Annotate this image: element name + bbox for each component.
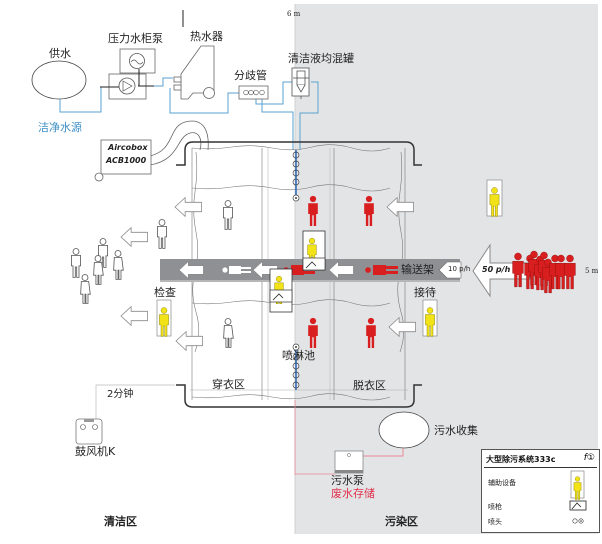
spray-gun-icon: [569, 500, 587, 511]
nozzle-line-top: [292, 150, 300, 202]
stretcher-person-incoming: [365, 265, 398, 275]
tent-bottom-border: [176, 384, 422, 408]
inspection-label: 检查: [154, 286, 176, 299]
clean-zone-label: 清洁区: [104, 515, 137, 528]
conveyor-label: 输送架: [401, 263, 434, 276]
reception-label: 接待: [414, 286, 436, 299]
nozzle-line-bottom: [292, 343, 300, 390]
scale-top: 6 m: [287, 10, 301, 18]
assist-person-icon: [570, 470, 585, 500]
sewage-collection-label: 污水收集: [434, 424, 478, 437]
nozzle-icon: [572, 518, 584, 524]
entry-rate: 50 p/h: [482, 265, 511, 274]
legend-row-nozzle: 喷头: [488, 518, 502, 526]
clean-water-source-label: 洁净水源: [38, 121, 82, 134]
mixing-tank: [291, 67, 310, 99]
water-heater-label: 热水器: [190, 30, 223, 43]
legend-row-assist: 辅助设备: [488, 479, 516, 487]
sewage-pump: [334, 450, 364, 474]
aircobox-model: ACB1000: [106, 156, 147, 165]
pressure-pump: [100, 48, 156, 100]
assistant-reception: [422, 299, 438, 337]
sewage-pump-label: 污水泵: [331, 474, 364, 487]
legend: 大型除污系统333c f① 辅助设备 喷枪 喷头: [481, 449, 600, 533]
assistant-spray-top: [302, 230, 326, 271]
mixing-tank-label: 清洁液均混罐: [288, 52, 354, 65]
assistant-spray-bottom: [269, 268, 293, 313]
blower-unit: [75, 418, 103, 445]
legend-row-spray-gun: 喷枪: [488, 503, 502, 511]
blower-time-label: 2分钟: [107, 389, 134, 400]
waste-pipe: [349, 448, 404, 457]
conveyor-rate: 10 p/h: [448, 265, 471, 273]
dressing-area-label: 穿衣区: [212, 378, 245, 391]
sewage-collection-tank: [378, 411, 430, 449]
conveyor-rate-badge: [438, 261, 462, 279]
water-heater: [173, 45, 215, 100]
blower-label: 鼓风机K: [75, 445, 116, 458]
waste-storage-label: 废水存储: [331, 487, 375, 500]
scale-right: 5 m: [585, 267, 599, 275]
assistant-standby: [486, 179, 503, 217]
manifold: [238, 85, 269, 100]
clean-water-pipes: [59, 77, 319, 150]
legend-title: 大型除污系统333c: [486, 455, 556, 464]
aircobox-port: [94, 172, 104, 182]
water-supply-label: 供水: [49, 47, 71, 60]
legend-logo-icon: f①: [583, 453, 595, 463]
tent-top-border: [176, 141, 422, 166]
contaminated-zone-label: 污染区: [385, 515, 418, 528]
undressing-area-label: 脱衣区: [353, 379, 386, 392]
manifold-label: 分歧管: [234, 69, 267, 82]
aircobox-name: Aircobox: [108, 143, 148, 152]
legend-icons: [569, 470, 587, 524]
assistant-inspection: [156, 299, 172, 337]
water-supply-tank: [31, 60, 87, 100]
air-hose: [149, 120, 209, 166]
stretcher-person-clean: [222, 266, 251, 274]
shower-pool-label: 喷淋池: [282, 349, 315, 362]
aircobox-unit: [100, 139, 152, 175]
blower-hose: [95, 384, 175, 425]
pressure-pump-label: 压力水柜泵: [108, 32, 163, 45]
